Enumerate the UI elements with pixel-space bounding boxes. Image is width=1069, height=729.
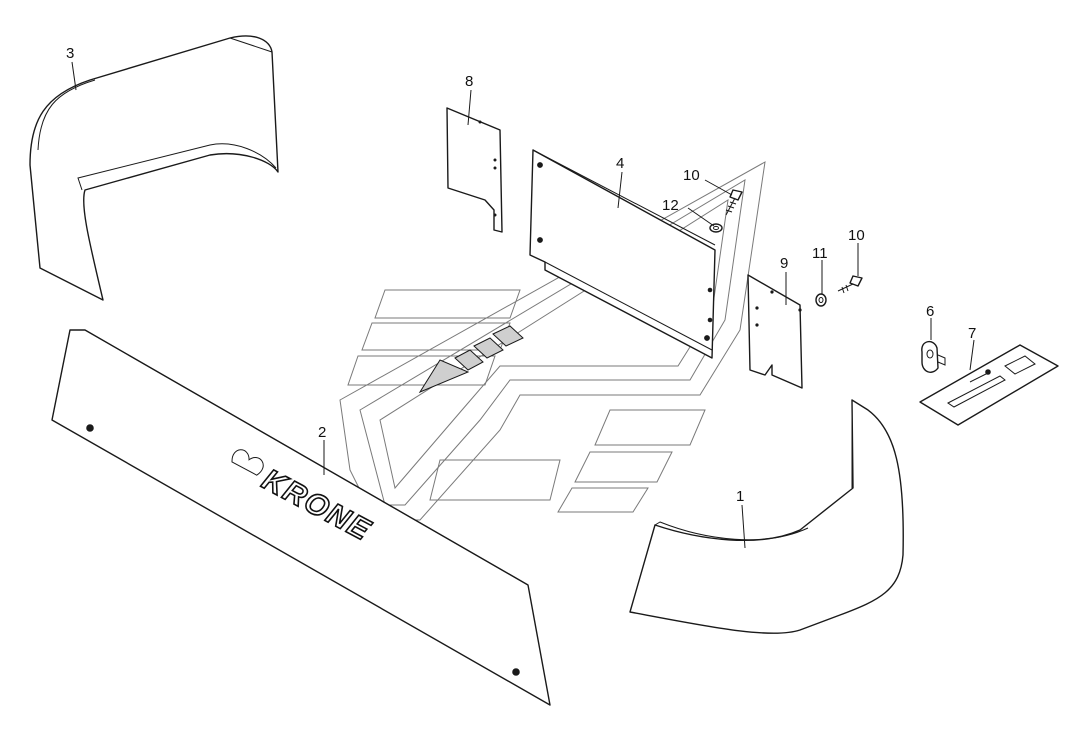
krone-logo-icon (231, 449, 264, 476)
callout-4: 4 (616, 155, 624, 172)
callout-9: 9 (780, 255, 788, 272)
callout-10b: 10 (848, 227, 865, 244)
callout-6: 6 (926, 303, 934, 320)
callout-labels: 3 2 1 4 8 9 10 12 11 10 6 7 (66, 45, 976, 505)
bolt-10b (837, 275, 863, 294)
washer-12 (709, 223, 723, 233)
leader-lines (71, 61, 975, 549)
washer-11 (815, 293, 827, 307)
callout-3: 3 (66, 45, 74, 62)
callout-12: 12 (662, 197, 679, 214)
bolt-10a (725, 189, 743, 216)
part-8-plate (446, 107, 503, 233)
callout-11: 11 (812, 245, 828, 262)
part-2-front-panel: KRONE (51, 329, 551, 706)
part-7-decal (919, 344, 1059, 426)
part-6-clip (921, 341, 946, 373)
part-9-plate (747, 274, 803, 389)
panel-hole (86, 424, 94, 432)
watermark-logo (339, 161, 766, 521)
part-1-curved-shield (629, 399, 904, 634)
callout-2: 2 (318, 424, 326, 441)
part-3-curved-shield (29, 35, 279, 301)
callout-7: 7 (968, 325, 976, 342)
callout-1: 1 (736, 488, 744, 505)
panel-hole (512, 668, 520, 676)
part-4-plate (529, 149, 716, 359)
callout-8: 8 (465, 73, 473, 90)
callout-10a: 10 (683, 167, 700, 184)
